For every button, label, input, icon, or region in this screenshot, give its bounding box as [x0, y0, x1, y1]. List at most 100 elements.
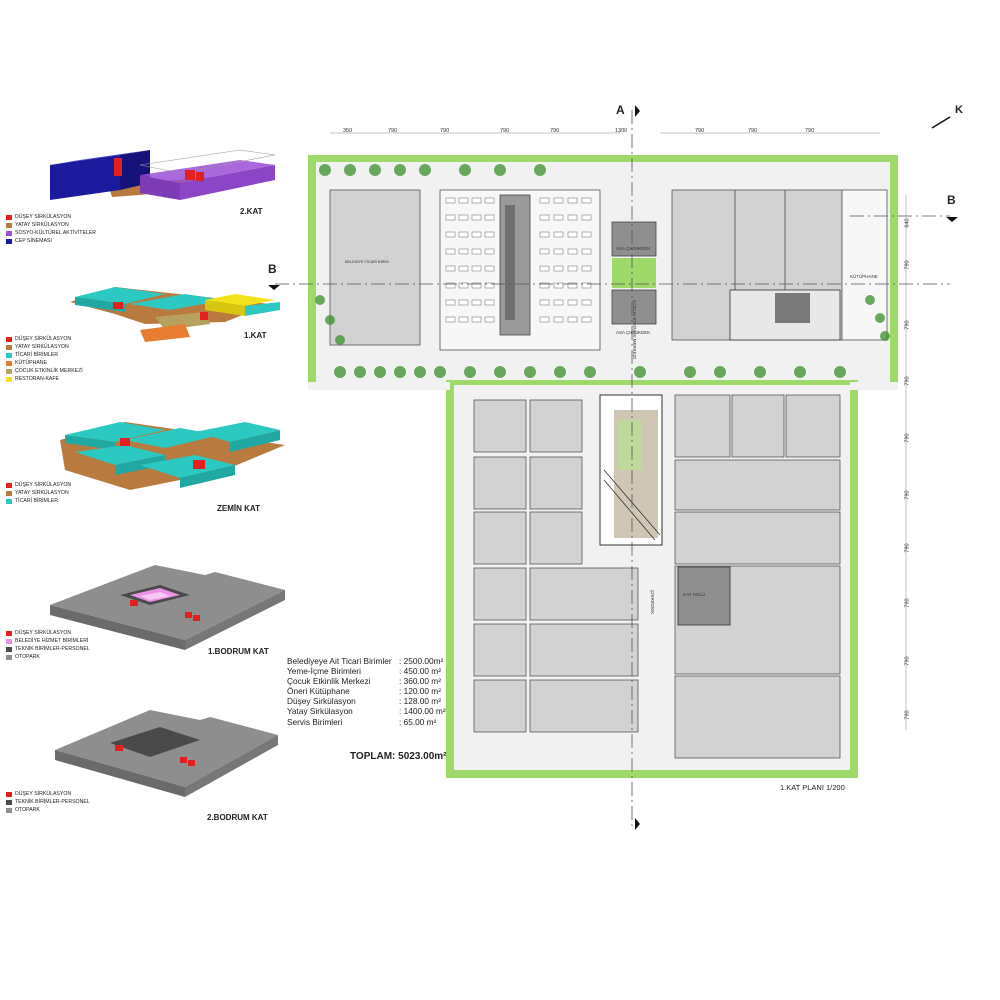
area-row: Yatay Sirkülasyon: 1400.00 m² — [287, 706, 446, 717]
legend-item: SOSYO-KÜLTÜREL AKTİVİTELER — [6, 229, 96, 237]
dim-top: 790 — [748, 128, 758, 134]
table — [458, 316, 469, 323]
table — [567, 214, 578, 221]
table — [445, 214, 456, 221]
legend-item: YATAY SİRKÜLASYON — [6, 221, 96, 229]
section-b-marker-right: B — [947, 193, 956, 207]
table — [445, 282, 456, 289]
table — [484, 316, 495, 323]
tree — [875, 313, 885, 323]
table — [581, 316, 592, 323]
ticari-unit — [674, 459, 841, 511]
table — [458, 197, 469, 204]
table — [484, 214, 495, 221]
table — [484, 197, 495, 204]
legend-item: DÜŞEY SİRKÜLASYON — [6, 213, 96, 221]
ticari-unit — [529, 511, 583, 565]
section-a-marker: A — [616, 103, 625, 117]
ticari-unit — [473, 567, 527, 621]
label-asa-cikrikdek: ASA ÇIKRIKDEK — [616, 330, 651, 335]
dim-right: 790 — [904, 710, 911, 720]
dim-top: 1300 — [615, 128, 628, 134]
ticari-unit — [529, 567, 639, 621]
table — [445, 299, 456, 306]
restaurant-tables — [445, 197, 592, 323]
floor-title-1-kat: 1.KAT — [244, 331, 267, 340]
legend-1-bodrum-kat: DÜŞEY SİRKÜLASYON BELEDİYE HİZMET BİRİML… — [6, 629, 90, 661]
table — [471, 265, 482, 272]
table — [539, 299, 550, 306]
dim-right: 790 — [904, 433, 911, 443]
table — [567, 299, 578, 306]
table — [567, 197, 578, 204]
axon-2-kat — [50, 149, 276, 200]
dim-right: 790 — [904, 260, 911, 270]
dim-right: 790 — [904, 598, 911, 608]
table — [539, 214, 550, 221]
tree — [880, 331, 890, 341]
legend-item: BELEDİYE HİZMET BİRİMLERİ — [6, 637, 90, 645]
tree — [414, 366, 426, 378]
tree — [394, 366, 406, 378]
tree — [459, 164, 471, 176]
table — [539, 248, 550, 255]
dim-top: 350 — [343, 128, 353, 134]
table — [581, 299, 592, 306]
ticari-unit — [529, 679, 639, 733]
table — [553, 265, 564, 272]
ticari-unit — [529, 456, 583, 510]
table — [445, 316, 456, 323]
label-ticari: BELEDİYE TİCARİ BİRİM — [345, 260, 389, 264]
table — [458, 282, 469, 289]
ticari-unit — [674, 675, 841, 759]
tree — [534, 164, 546, 176]
tree — [524, 366, 536, 378]
dim-top: 790 — [500, 128, 510, 134]
table — [471, 248, 482, 255]
table — [484, 248, 495, 255]
table — [471, 231, 482, 238]
ticari-unit — [731, 394, 785, 458]
table — [458, 231, 469, 238]
table — [445, 197, 456, 204]
label-cocuk-etkinlik: ÇOCUK ETKİNLİK MERKEZİ — [632, 300, 637, 359]
tree — [714, 366, 726, 378]
tree — [684, 366, 696, 378]
table — [458, 299, 469, 306]
legend-item: YATAY SİRKÜLASYON — [6, 489, 71, 497]
tree — [754, 366, 766, 378]
ticari-units-lower-left — [473, 399, 639, 733]
trees — [315, 164, 890, 378]
tree — [319, 164, 331, 176]
table — [567, 265, 578, 272]
dim-right: 790 — [904, 320, 911, 330]
floor-title-2-kat: 2.KAT — [240, 207, 263, 216]
axon-1-kat — [70, 287, 280, 342]
table — [581, 248, 592, 255]
table — [539, 265, 550, 272]
floor-title-2-bodrum-kat: 2.BODRUM KAT — [207, 813, 268, 822]
ticari-unit — [473, 511, 527, 565]
dim-right: 790 — [904, 656, 911, 666]
legend-zemin-kat: DÜŞEY SİRKÜLASYON YATAY SİRKÜLASYON TİCA… — [6, 481, 71, 505]
legend-item: OTOPARK — [6, 806, 90, 814]
table — [553, 197, 564, 204]
tree — [315, 295, 325, 305]
tree — [369, 164, 381, 176]
tree — [494, 366, 506, 378]
legend-item: DÜŞEY SİRKÜLASYON — [6, 790, 90, 798]
axon-zemin-kat — [60, 422, 285, 490]
dim-top: 790 — [805, 128, 815, 134]
table — [567, 282, 578, 289]
dim-top: 790 — [440, 128, 450, 134]
area-total: TOPLAM: 5023.00m² — [350, 751, 447, 762]
ticari-units-lower-right — [674, 394, 841, 759]
label-kutuphane: KÜTÜPHANE — [850, 274, 878, 279]
table — [445, 248, 456, 255]
table — [581, 231, 592, 238]
label-kat-holu: KAT HOLÜ — [683, 592, 706, 597]
ticari-unit — [473, 399, 527, 453]
table — [484, 282, 495, 289]
legend-item: YATAY SİRKÜLASYON — [6, 343, 83, 351]
table — [471, 282, 482, 289]
